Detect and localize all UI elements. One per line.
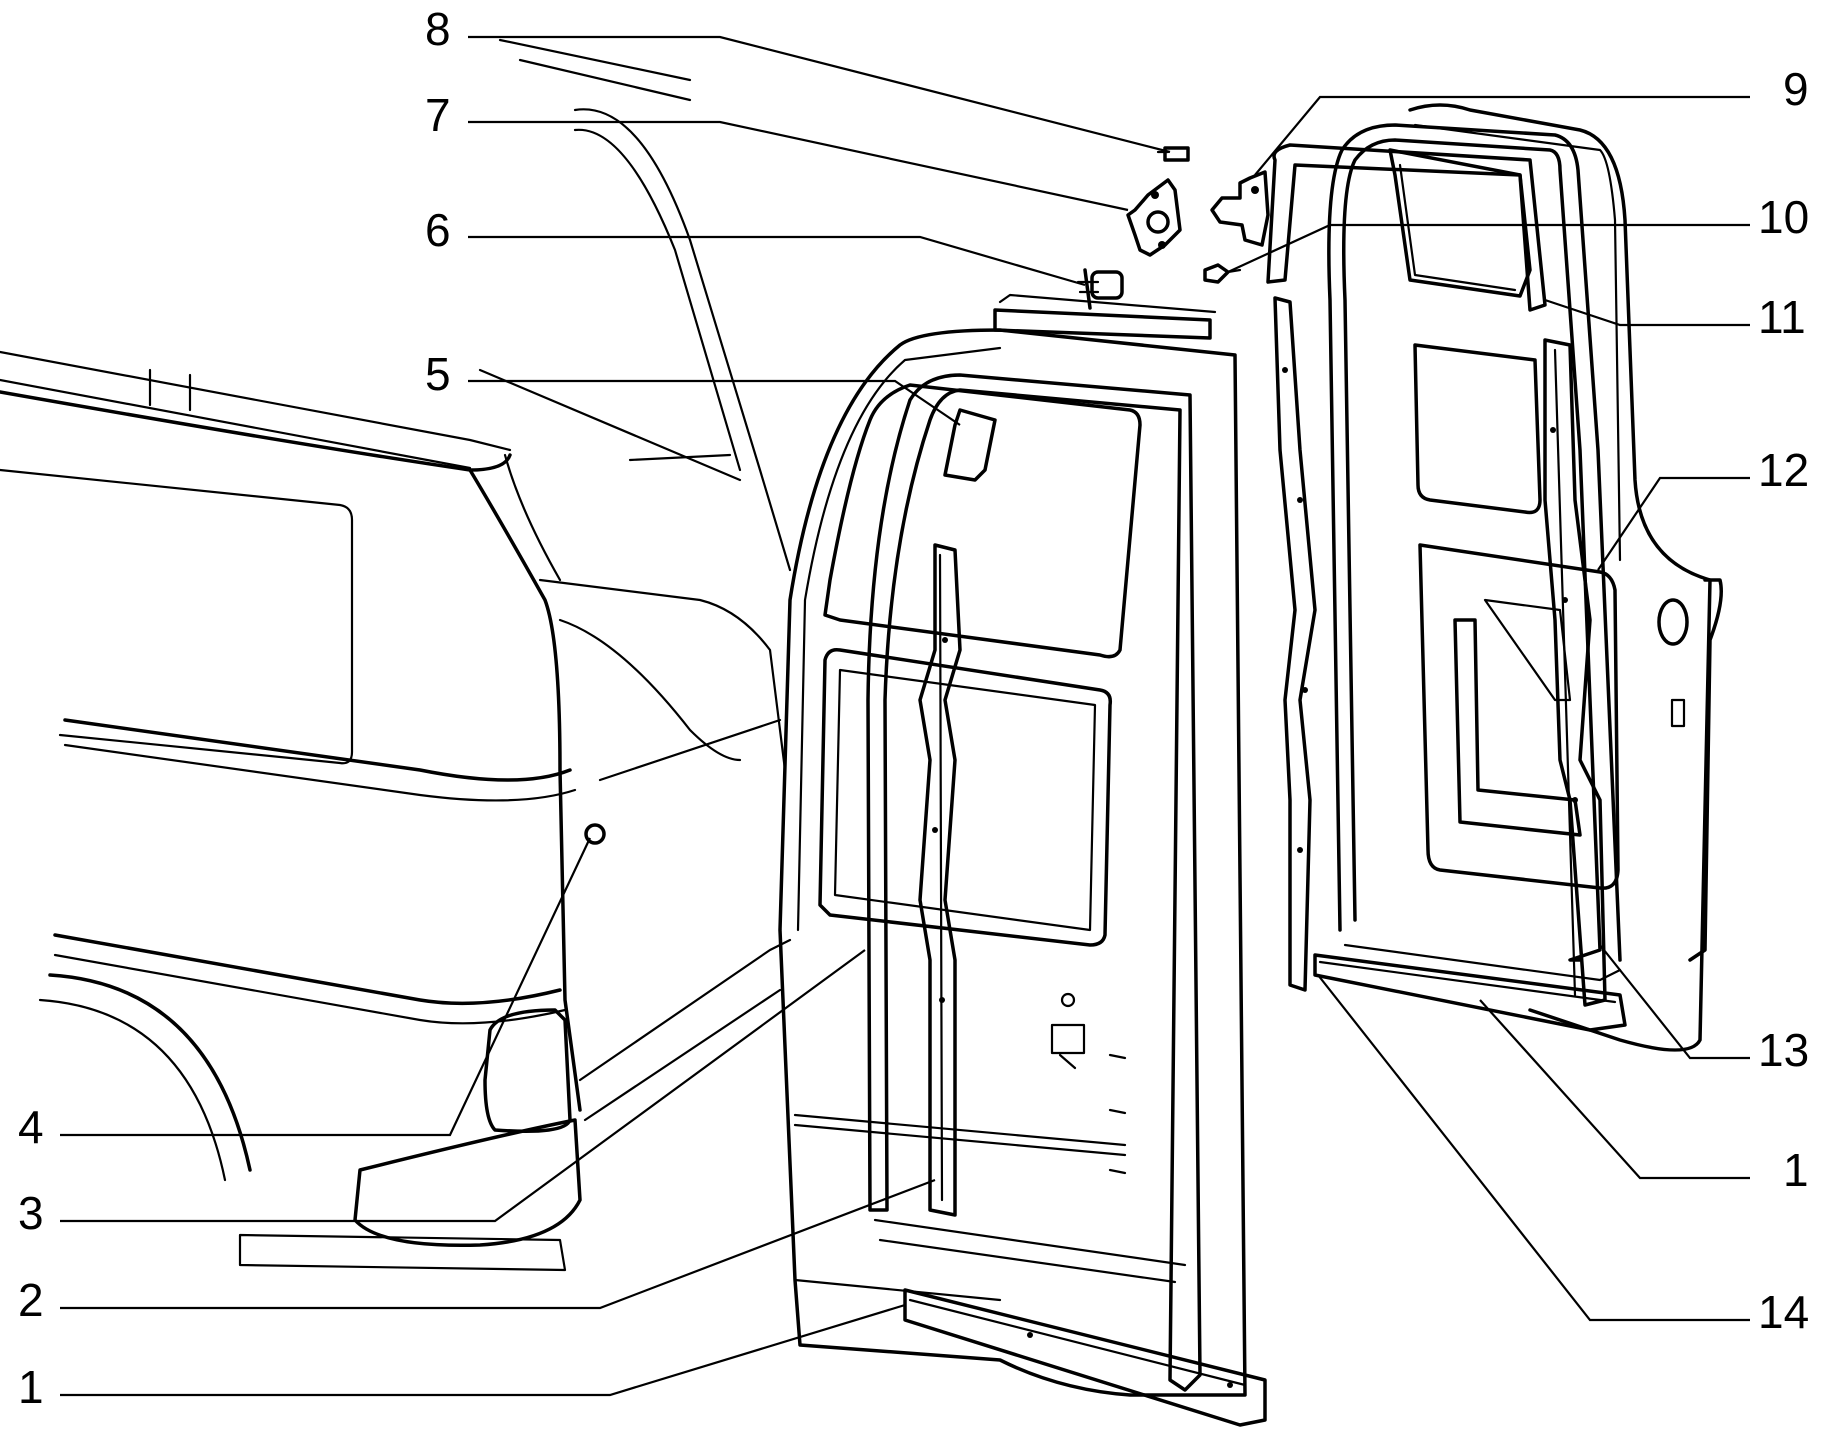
leader-lines: [60, 35, 1750, 1397]
callout-5: 5: [425, 348, 451, 400]
callout-1-right: 1: [1783, 1144, 1809, 1196]
leader-10: [1227, 223, 1750, 273]
callout-11: 11: [1758, 291, 1806, 343]
leader-1a: [60, 1303, 906, 1397]
leader-12: [1597, 476, 1750, 571]
right-door: [1266, 103, 1723, 1052]
callout-9: 9: [1783, 63, 1809, 115]
callout-1-left: 1: [18, 1361, 44, 1413]
leader-5: [468, 379, 961, 426]
callout-10: 10: [1758, 191, 1810, 243]
callout-2: 2: [18, 1274, 44, 1326]
leader-13: [1599, 944, 1750, 1060]
callout-12: 12: [1758, 444, 1810, 496]
callout-3: 3: [18, 1187, 44, 1239]
callout-7: 7: [425, 89, 451, 141]
hinge-hardware: [1126, 146, 1270, 284]
leader-1b: [1479, 999, 1750, 1180]
leader-3: [60, 949, 866, 1223]
callout-4: 4: [18, 1101, 44, 1153]
part-4-grommet: [584, 823, 606, 845]
callout-14: 14: [1758, 1286, 1810, 1338]
leader-7: [468, 120, 1129, 212]
callout-13: 13: [1758, 1024, 1810, 1076]
left-door: [778, 268, 1267, 1427]
leader-8: [468, 35, 1171, 154]
vehicle-body: [0, 38, 792, 1272]
leader-2: [60, 1178, 936, 1310]
leader-9: [1254, 95, 1750, 176]
callout-6: 6: [425, 204, 451, 256]
leader-14: [1317, 974, 1750, 1322]
leader-6: [468, 235, 1086, 287]
leader-11: [1544, 298, 1750, 327]
callout-8: 8: [425, 3, 451, 55]
leader-4: [60, 837, 591, 1137]
